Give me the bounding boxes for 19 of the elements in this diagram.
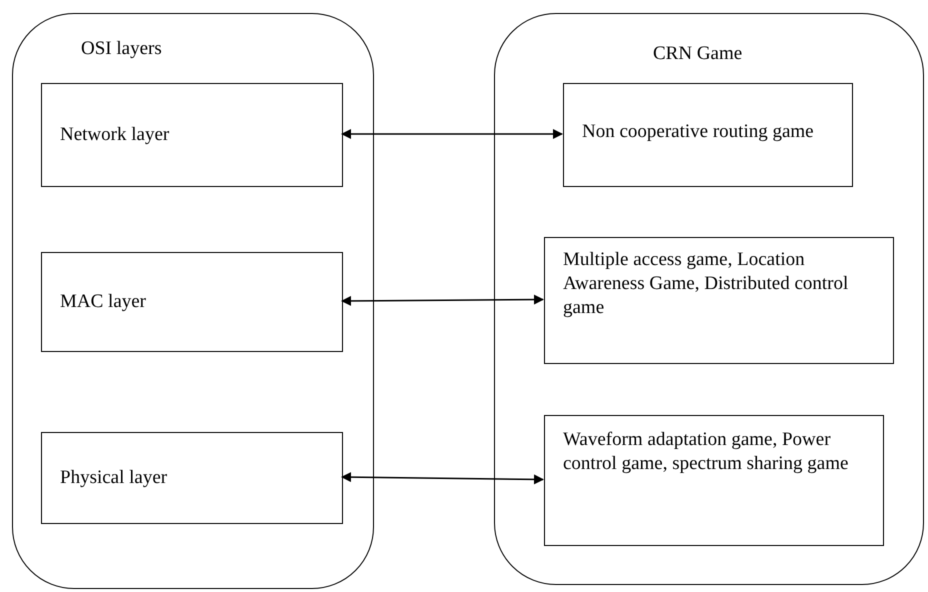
box-label: Non cooperative routing game — [582, 120, 815, 144]
layer-box — [41, 83, 343, 187]
double-arrow — [341, 129, 563, 139]
group-title: CRN Game — [653, 42, 744, 66]
box-label: Network layer — [60, 123, 170, 147]
double-arrow — [341, 294, 544, 306]
layer-box — [544, 237, 894, 364]
box-label: MAC layer — [60, 290, 148, 314]
layer-box — [41, 432, 343, 524]
double-arrow — [341, 472, 544, 484]
box-label: Physical layer — [60, 466, 168, 490]
box-label: Multiple access game, Location Awareness Game, Distributed control game — [563, 248, 850, 320]
group-container — [12, 13, 374, 589]
layer-box — [563, 83, 853, 187]
box-label: Waveform adaptation game, Power control game, spectrum sharing game — [563, 428, 850, 476]
layer-box — [41, 252, 343, 352]
layer-box — [544, 415, 884, 546]
group-title: OSI layers — [81, 37, 163, 61]
group-container — [494, 13, 924, 585]
